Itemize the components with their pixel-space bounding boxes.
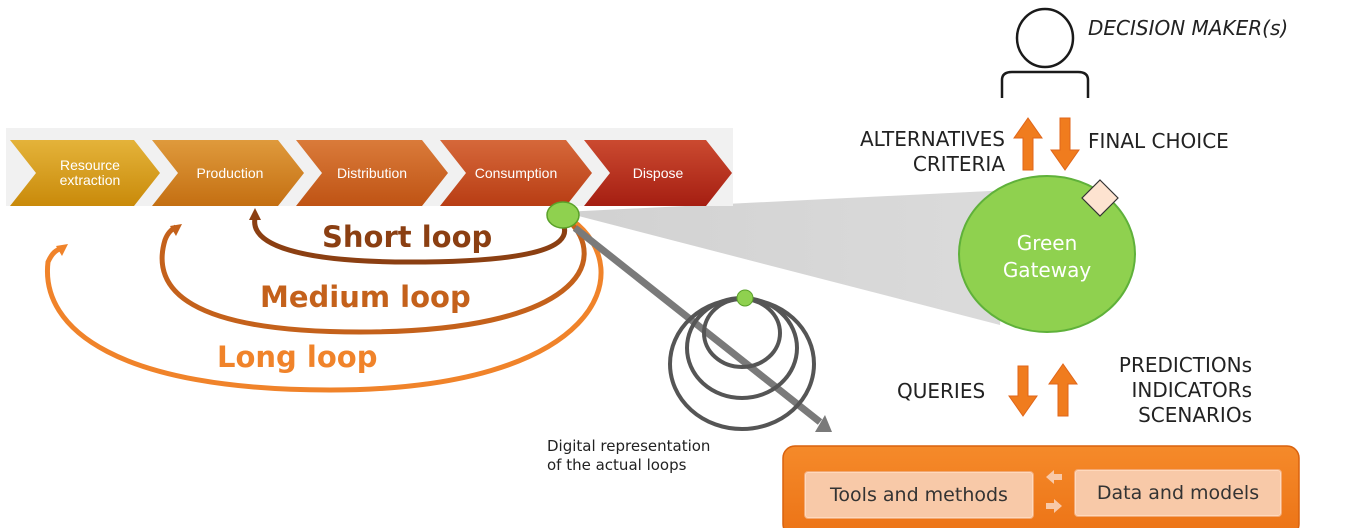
alternatives-criteria-label: ALTERNATIVES CRITERIA: [860, 127, 1005, 177]
digital-caption: Digital representation of the actual loo…: [547, 437, 710, 475]
stage-label-production: Production: [196, 164, 264, 181]
exchange-arrows: [1046, 470, 1062, 513]
gateway-diamond: [1081, 179, 1119, 217]
gateway-label-line2: Gateway: [1002, 258, 1092, 282]
gateway-label: Green Gateway: [987, 230, 1107, 284]
chevron-distribution: [296, 140, 448, 206]
short-loop-label: Short loop: [322, 220, 493, 254]
lower-arrows: [1008, 363, 1078, 417]
digital-arrow: [572, 225, 832, 432]
stage-label-resource-extraction: Resource extraction: [59, 157, 121, 188]
digital-caption-line2: of the actual loops: [547, 456, 687, 474]
gateway-label-line1: Green: [1016, 231, 1078, 255]
digital-caption-line1: Digital representation: [547, 437, 711, 455]
stage-label-consumption: Consumption: [474, 164, 558, 181]
up-arrow-predictions: [1048, 363, 1078, 417]
person-icon: [1000, 7, 1090, 98]
green-gateway-circle[interactable]: [958, 175, 1136, 333]
medium-loop-label: Medium loop: [260, 280, 471, 314]
final-choice-label: FINAL CHOICE: [1088, 129, 1229, 153]
predictions-text: PREDICTIONs: [1118, 353, 1252, 377]
upper-arrows: [1013, 117, 1080, 171]
data-and-models-box[interactable]: Data and models: [1074, 469, 1282, 517]
stage-label-distribution: Distribution: [336, 164, 408, 181]
scenarios-text: SCENARIOs: [1138, 403, 1252, 427]
chevron-dispose: [584, 140, 732, 206]
down-arrow-queries: [1008, 365, 1038, 417]
down-arrow-final-choice: [1050, 117, 1080, 171]
criteria-text: CRITERIA: [912, 152, 1005, 176]
indicators-text: INDICATORs: [1131, 378, 1252, 402]
chevron-resource-extraction: [10, 140, 160, 206]
digital-node: [736, 289, 754, 307]
chevron-consumption: [440, 140, 592, 206]
predictions-indicators-scenarios-label: PREDICTIONs INDICATORs SCENARIOs: [1080, 353, 1252, 428]
chevron-production: [152, 140, 304, 206]
medium-loop: [159, 218, 587, 335]
long-loop-label: Long loop: [217, 340, 378, 374]
queries-label: QUERIES: [897, 379, 986, 403]
value-chain-chevrons: [10, 140, 732, 206]
up-arrow-alternatives: [1013, 117, 1043, 171]
long-loop: [44, 217, 604, 393]
tools-and-methods-box[interactable]: Tools and methods: [804, 471, 1034, 519]
short-loop: [249, 208, 568, 265]
projection-cone: [563, 190, 1010, 325]
alternatives-text: ALTERNATIVES: [859, 127, 1005, 151]
decision-maker-label: DECISION MAKER(s): [1088, 16, 1289, 40]
gateway-node[interactable]: [546, 201, 580, 229]
stage-label-dispose: Dispose: [632, 164, 684, 181]
